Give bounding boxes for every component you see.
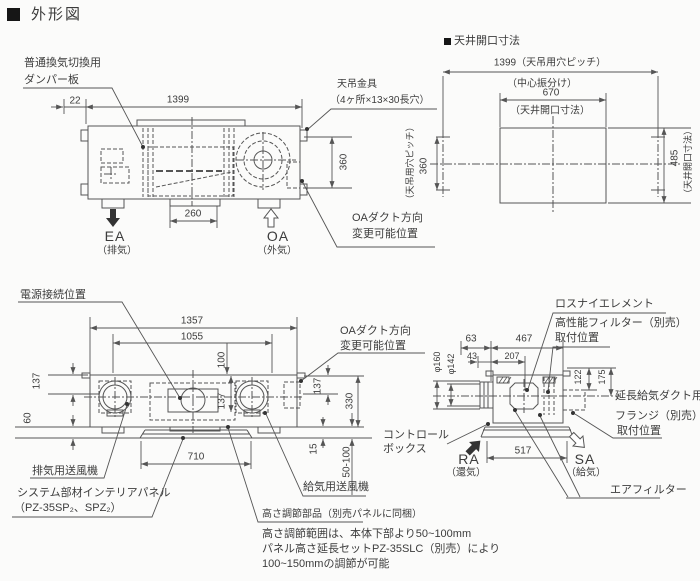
supply-fan-label: 給気用送風機 [303, 481, 369, 493]
dim-1357: 1357 [180, 315, 204, 327]
dim-122: 122 [572, 369, 583, 385]
dim-137-left: 137 [31, 372, 43, 390]
ea-name: （排気） [97, 245, 137, 257]
dim-100: 100 [216, 351, 228, 369]
dim-15: 15 [308, 443, 320, 455]
dim-43: 43 [466, 350, 478, 361]
dim-1055: 1055 [180, 331, 204, 343]
air-filter-label: エアフィルター [610, 484, 687, 496]
title-bullet-square [7, 8, 20, 21]
panel-label-line1: システム部材インテリアパネル [17, 487, 171, 499]
height-note-line2: パネル高さ延長セットPZ-35SLC（別売）により [262, 543, 501, 555]
height-note-line1: 高さ調節範囲は、本体下部より50~100mm [262, 528, 472, 540]
dim-330: 330 [344, 392, 356, 410]
dim-360-ceiling: 360 [418, 157, 430, 175]
height-note-line3: 100~150mmの調節が可能 [262, 558, 390, 570]
ceiling-header-square [444, 38, 451, 45]
hi-perf-filter-label-line1: 高性能フィルター（別売） [555, 317, 687, 329]
power-connection-label: 電源接続位置 [20, 289, 86, 301]
bottom-view-drawing [12, 301, 425, 523]
ceiling-header: 天井開口寸法 [454, 35, 520, 47]
dim-137-inner: 137 [216, 392, 228, 410]
ceiling-left-dim-note: （天吊用穴ピッチ） [404, 122, 415, 204]
exhaust-fan-label: 排気用送風機 [32, 465, 98, 477]
sa-name: （給気） [566, 467, 606, 479]
ceiling-opening-drawing [430, 69, 691, 214]
opening-note: （天井開口寸法） [510, 105, 590, 117]
dim-175: 175 [596, 369, 607, 385]
dim-22: 22 [69, 95, 81, 107]
dim-517: 517 [514, 445, 532, 457]
oa-code: OA [266, 227, 290, 244]
dim-710: 710 [187, 451, 205, 463]
control-box-label-line2: ボックス [383, 443, 427, 455]
lossnay-element-label: ロスナイエレメント [555, 298, 654, 310]
dim-260: 260 [184, 208, 202, 220]
oa-duct-label-top-line1: OAダクト方向 [352, 212, 423, 224]
ea-code: EA [104, 227, 126, 244]
dim-50-100: 50-100 [341, 446, 353, 478]
ext-duct-flange-label-line2: フランジ（別売） [615, 410, 700, 422]
dim-467: 467 [515, 333, 533, 345]
dim-63: 63 [465, 333, 477, 345]
ra-code: RA [458, 450, 480, 467]
page-title: 外形図 [31, 6, 83, 23]
dim-phi142: φ142 [445, 353, 456, 375]
height-parts-label: 高さ調節部品（別売パネルに同梱） [262, 509, 422, 520]
dim-137-right: 137 [312, 377, 324, 395]
oa-name: （外気） [257, 245, 297, 257]
dim-1399-pitch: 1399（天吊用穴ピッチ） [493, 57, 607, 69]
dim-60: 60 [22, 412, 34, 424]
dim-670: 670 [542, 87, 560, 99]
hanger-label-line1: 天吊金具 [337, 79, 377, 90]
oa-duct-label-bottom-line1: OAダクト方向 [340, 325, 411, 337]
center-split-note: （中心振分け） [507, 78, 577, 90]
oa-intake-arrow-icon [263, 208, 279, 228]
ea-exhaust-arrow-icon [105, 208, 121, 228]
ext-duct-flange-label-line3: 取付位置 [617, 425, 661, 437]
dim-207: 207 [504, 350, 520, 361]
oa-duct-label-top-line2: 変更可能位置 [352, 228, 418, 240]
oa-duct-label-bottom-line2: 変更可能位置 [340, 340, 406, 352]
panel-label-line2: （PZ-35SP₂、SPZ₂） [14, 502, 122, 514]
dim-485: 485 [669, 149, 681, 167]
ceiling-right-dim-note: （天井開口寸法） [682, 125, 693, 199]
hi-perf-filter-label-line2: 取付位置 [555, 332, 599, 344]
sa-code: SA [574, 450, 596, 467]
dim-1399: 1399 [166, 94, 190, 106]
control-box-label-line1: コントロール [383, 429, 449, 441]
top-view-drawing [23, 87, 437, 248]
dim-360-top-view: 360 [338, 153, 350, 171]
side-view-drawing [433, 312, 666, 499]
hanger-label-line2: （4ヶ所×13×30長穴） [330, 95, 430, 106]
sa-supply-arrow-icon [566, 429, 590, 453]
damper-label-line1: 普通換気切換用 [24, 57, 101, 69]
ext-duct-flange-label-line1: 延長給気ダクト用 [615, 390, 700, 402]
ra-name: （還気） [446, 467, 486, 479]
damper-label-line2: ダンパー板 [24, 74, 79, 86]
dim-phi160: φ160 [431, 351, 442, 373]
